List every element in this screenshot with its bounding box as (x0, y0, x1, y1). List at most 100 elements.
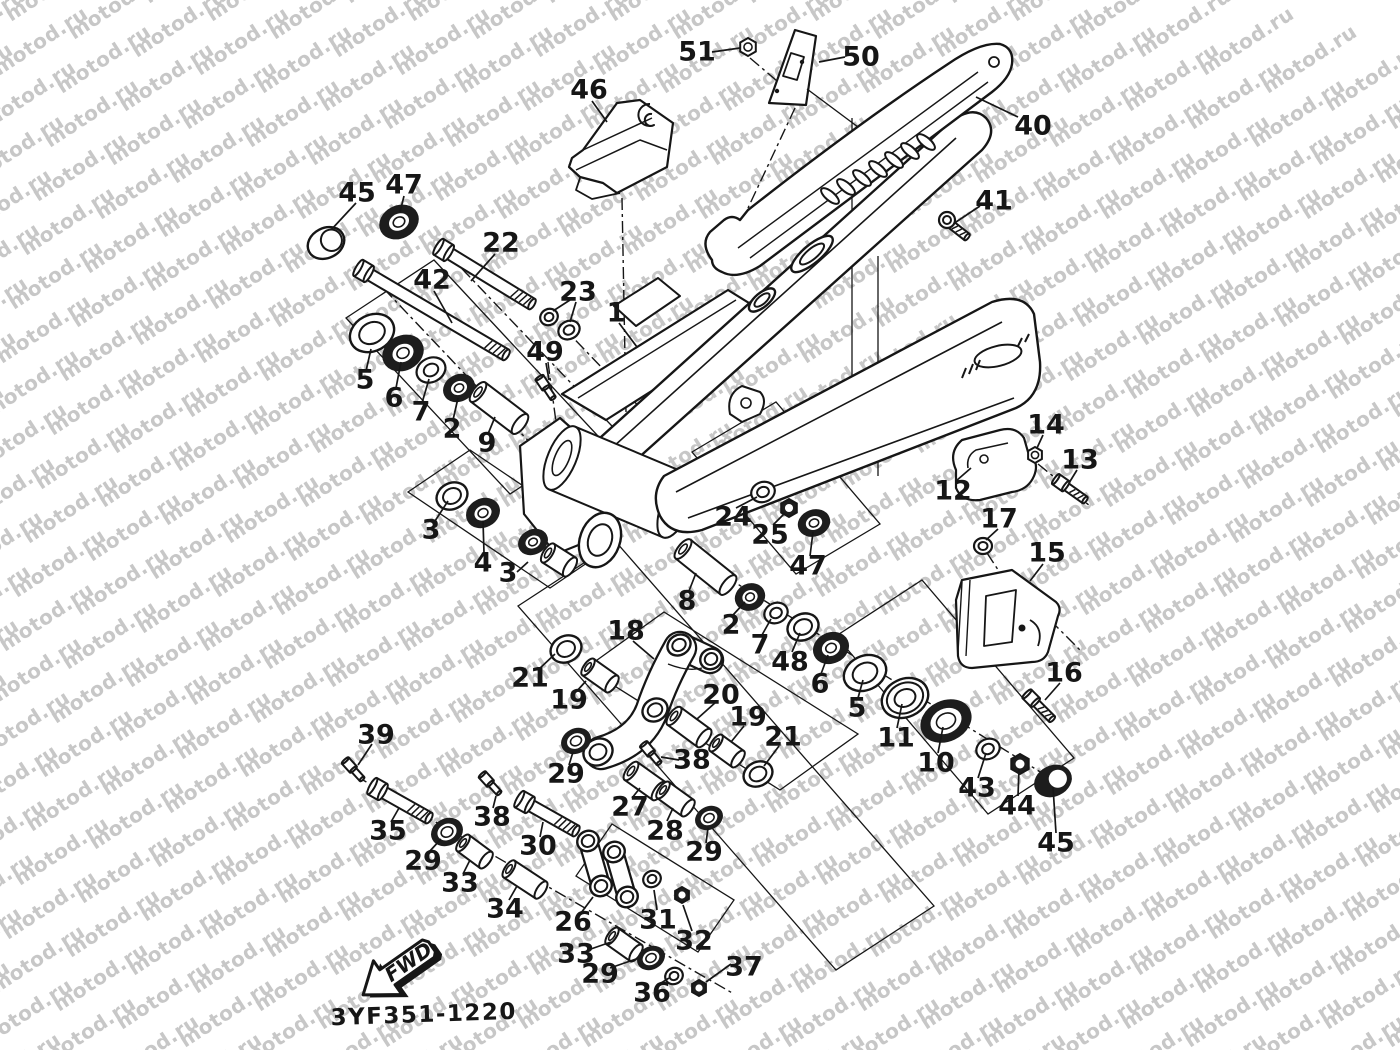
part-label-6: 6 (811, 669, 830, 700)
ring-part (602, 840, 626, 864)
leader-line (688, 572, 697, 592)
part-label-4: 4 (474, 548, 493, 579)
leader-line (660, 756, 680, 761)
leader-line (482, 520, 485, 554)
bearing-part (812, 631, 850, 665)
ring-part (842, 653, 888, 693)
leader-line (1052, 786, 1057, 834)
part-label-7: 7 (751, 630, 770, 661)
leader-line (618, 322, 638, 348)
fwd-arrow-outline (361, 938, 437, 997)
leader-line (763, 745, 780, 767)
leader-line (470, 253, 496, 282)
leader-line (653, 889, 658, 911)
collar-part (673, 538, 738, 596)
leader-line (537, 653, 556, 671)
part-label-14: 14 (1027, 410, 1065, 441)
ring-part (582, 737, 614, 767)
leader-line (985, 528, 999, 541)
guard-slot (836, 178, 856, 196)
leader-line (772, 512, 786, 526)
leader-line (682, 904, 693, 932)
ring-part (699, 647, 723, 671)
leader-line (462, 859, 471, 875)
part-label-11: 11 (877, 723, 915, 754)
collar-part (468, 380, 530, 436)
part-label-39: 39 (357, 720, 395, 751)
guard-slot (820, 187, 840, 205)
collar-part (655, 780, 696, 818)
leader-line (730, 725, 745, 743)
leader-line (569, 301, 577, 323)
guard-slot (916, 133, 936, 151)
ring-part (615, 885, 639, 909)
plate-hole (782, 52, 805, 81)
collar-part (708, 733, 746, 769)
seal-part (920, 699, 972, 743)
leader-line (1029, 563, 1044, 582)
leader-line (975, 96, 1019, 118)
washer-part (937, 210, 957, 230)
part-label-15: 15 (1028, 538, 1066, 569)
part-label-47: 47 (789, 551, 827, 582)
bolt-part (513, 789, 581, 838)
part-label-26: 26 (554, 907, 592, 938)
part-label-49: 49 (526, 337, 564, 368)
seal-part (431, 817, 463, 847)
ring-part (666, 633, 692, 657)
ring-part (641, 697, 669, 723)
part-label-33: 33 (441, 868, 479, 899)
part-label-21: 21 (764, 722, 802, 753)
guide-window (983, 589, 1017, 647)
ring-part (576, 829, 600, 853)
plate-pointer (806, 88, 859, 128)
bearing-part (382, 334, 424, 372)
leader-line (977, 752, 987, 779)
leader-line (955, 205, 981, 223)
leader-line (1017, 768, 1020, 797)
leader-line (421, 378, 430, 404)
leader-line (937, 726, 944, 754)
leader-line (955, 467, 972, 482)
part-label-18: 18 (607, 616, 645, 647)
part-label-45: 45 (338, 178, 376, 209)
seal-part (637, 945, 665, 971)
group-outline (517, 541, 935, 971)
guard-slot (868, 160, 888, 178)
bolt-part (352, 258, 511, 362)
swingarm-front-bracket (613, 277, 681, 327)
washer-part (415, 356, 447, 384)
bearing-part (466, 497, 500, 529)
ring-part (435, 481, 469, 511)
leader-line (732, 601, 746, 616)
plate-rivet (799, 59, 805, 65)
part-label-25: 25 (751, 520, 789, 551)
nut-part (1027, 445, 1043, 465)
part-label-19: 19 (729, 702, 767, 733)
part-label-30: 30 (519, 831, 557, 862)
leader-line (631, 787, 641, 799)
leader-line (705, 827, 709, 844)
part-label-35: 35 (369, 816, 407, 847)
leader-line (761, 618, 772, 636)
leader-line (539, 821, 544, 838)
part-label-29: 29 (547, 759, 585, 790)
ring-part (348, 312, 396, 354)
part-label-3: 3 (422, 515, 441, 546)
part-label-45: 45 (1037, 828, 1075, 859)
nut-part (691, 978, 707, 998)
part-label-12: 12 (934, 476, 972, 507)
washer-part (972, 536, 994, 556)
group-outline (835, 579, 1075, 815)
leader-line (428, 838, 442, 853)
leader-line (809, 531, 814, 557)
guide-inner (966, 442, 1009, 469)
leader-line (452, 397, 459, 421)
part-label-33: 33 (557, 939, 595, 970)
leader-line (896, 703, 903, 729)
part-label-3: 3 (499, 558, 518, 589)
part-label-32: 32 (675, 926, 713, 957)
leader-line (1036, 434, 1044, 449)
part-label-1: 1 (607, 298, 626, 329)
